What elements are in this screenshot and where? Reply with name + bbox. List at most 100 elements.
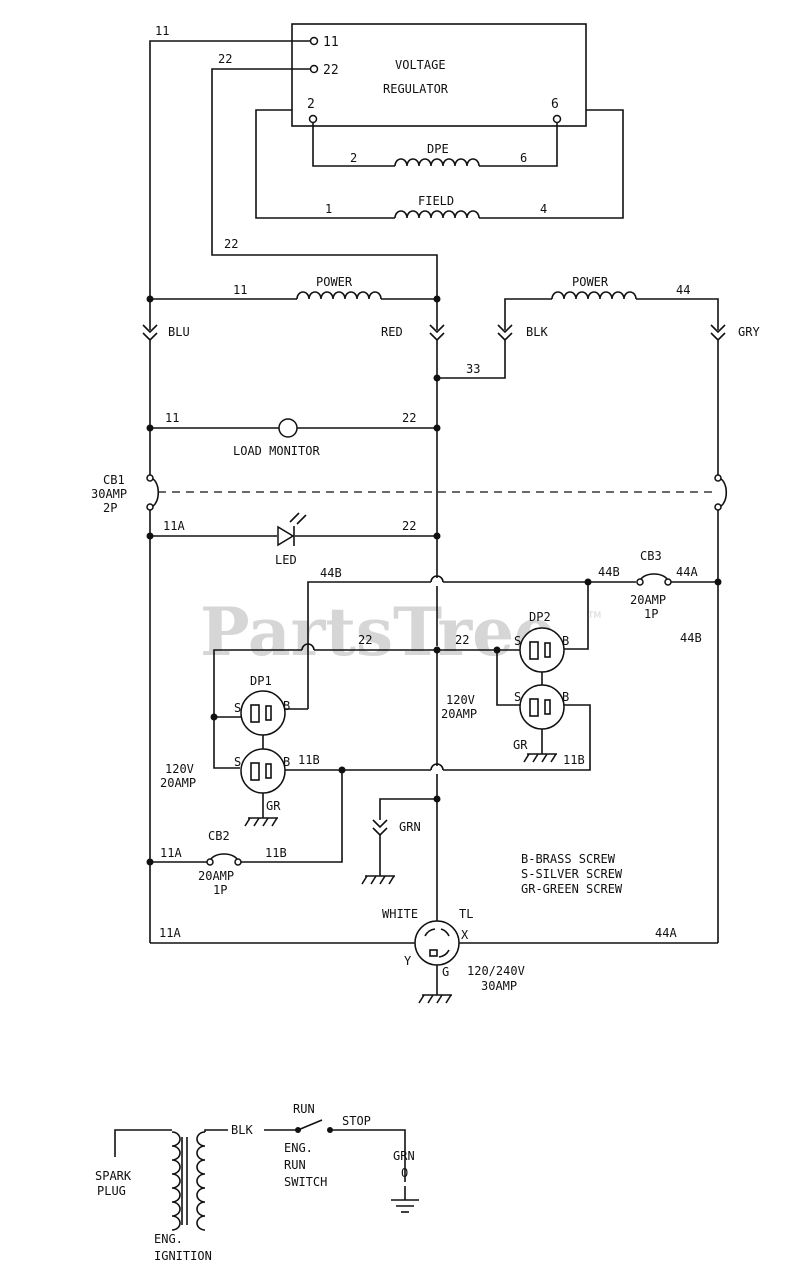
wire-11b-dp1-label: 11B: [298, 753, 320, 767]
wire-11b-dp2-label: 11B: [563, 753, 585, 767]
cb1-rating: 30AMP: [91, 487, 127, 501]
cb1-contact: [146, 503, 154, 511]
wire-field-left: [255, 109, 395, 219]
wire-grn: [379, 798, 437, 820]
wire-dp2-s2: [496, 650, 522, 706]
dp1-slot: [250, 762, 260, 781]
wire-44a-cb3-label: 44A: [676, 565, 698, 579]
switch-label-3: SWITCH: [284, 1175, 327, 1189]
led-left-number: 11A: [163, 519, 185, 533]
load-monitor-lamp: [278, 418, 298, 438]
dp1-ground-symbol: [244, 817, 278, 827]
dp1-s2-label: S: [234, 755, 241, 769]
dp1-slot: [265, 763, 272, 779]
dp2-outlet-top: [519, 627, 565, 673]
ignition-secondary-coil: [196, 1131, 206, 1231]
twistlock-slot: [438, 949, 450, 958]
crossover: [301, 643, 315, 651]
dp2-s-label: S: [514, 634, 521, 648]
dp2-slot: [529, 698, 539, 717]
eng-ignition-label-2: IGNITION: [154, 1249, 212, 1263]
wire-dp1-s2: [213, 717, 240, 769]
twistlock-y-label: Y: [404, 954, 412, 968]
led-ray-2: [296, 514, 307, 525]
twistlock-receptacle: [414, 920, 460, 966]
power2-number: 44: [676, 283, 690, 297]
switch-label-2: RUN: [284, 1158, 306, 1172]
dp2-s2-label: S: [514, 690, 521, 704]
wire-22-dp-left-label: 22: [358, 633, 372, 647]
stop-label: STOP: [342, 1114, 371, 1128]
grn-ground-symbol: [361, 875, 395, 885]
wire-blk-ign-a: [204, 1129, 228, 1132]
power2-coil: [551, 291, 637, 300]
center-volt: 120V: [446, 693, 475, 707]
blu-label: BLU: [168, 325, 190, 339]
wire-44b-left: [307, 581, 431, 709]
cb3-rating: 20AMP: [630, 593, 666, 607]
cb3-poles: 1P: [644, 607, 658, 621]
wire-field-right: [479, 109, 624, 219]
lm-left-number: 11: [165, 411, 179, 425]
wire-11b-right: [443, 704, 591, 771]
terminal-6-label: 6: [551, 97, 559, 112]
field-label: FIELD: [418, 194, 454, 208]
grn-label: GRN: [399, 820, 421, 834]
dp1-gr-label: GR: [266, 799, 281, 813]
wire-dpe-right: [479, 123, 558, 167]
dp2-slot: [544, 642, 551, 658]
cb1-contact: [714, 474, 722, 482]
power1-label: POWER: [316, 275, 353, 289]
red-label: RED: [381, 325, 403, 339]
junction: [433, 532, 441, 540]
dpe-label: DPE: [427, 142, 449, 156]
wire-33: [437, 340, 506, 379]
wire-11a-cb2-label: 11A: [160, 846, 182, 860]
wire-44b-cb3-label: 44B: [598, 565, 620, 579]
twistlock-x-label: X: [461, 928, 469, 942]
dp1-outlet-top: [240, 690, 286, 736]
cb2-poles: 1P: [213, 883, 227, 897]
led-right-number: 22: [402, 519, 416, 533]
crossover: [430, 763, 444, 771]
dp2-b-label: B: [562, 634, 569, 648]
junction: [433, 295, 441, 303]
dp1-name: DP1: [250, 674, 272, 688]
twistlock-slot: [440, 928, 450, 937]
junction: [433, 646, 441, 654]
dp1-volt: 120V: [165, 762, 194, 776]
connector-grn: [372, 819, 388, 837]
regulator-title-2: REGULATOR: [383, 82, 449, 96]
dp2-name: DP2: [529, 610, 551, 624]
cb2-arc: [209, 853, 239, 863]
wire-power2-right: [636, 298, 719, 330]
lm-right-number: 22: [402, 411, 416, 425]
junction: [433, 424, 441, 432]
wire-11a-bottom-label: 11A: [159, 926, 181, 940]
dp1-slot: [250, 704, 260, 723]
junction: [146, 295, 154, 303]
dp2-outlet-bottom: [519, 684, 565, 730]
wire-22-dp-right-label: 22: [455, 633, 469, 647]
legend-brass: B-BRASS SCREW: [521, 852, 616, 866]
wire-stop-grn: [330, 1129, 406, 1182]
spark-plug-lead: [114, 1129, 172, 1157]
led-ray-1: [289, 512, 300, 523]
led-diode: [277, 525, 295, 547]
cb2-contact: [206, 858, 214, 866]
wire-44b-top-label: 44B: [320, 566, 342, 580]
cb3-name: CB3: [640, 549, 662, 563]
dp2-slot: [544, 699, 551, 715]
terminal-2: [308, 114, 318, 124]
ign-grn-label: GRN: [393, 1149, 415, 1163]
cb1-poles: 2P: [103, 501, 117, 515]
cb1-contact: [714, 503, 722, 511]
regulator-title-1: VOLTAGE: [395, 58, 446, 72]
wire-22-dp1: [213, 649, 302, 717]
wire-22-top: [211, 68, 438, 330]
center-amp: 20AMP: [441, 707, 477, 721]
cb2-rating: 20AMP: [198, 869, 234, 883]
terminal-6: [552, 114, 562, 124]
power2-label: POWER: [572, 275, 609, 289]
